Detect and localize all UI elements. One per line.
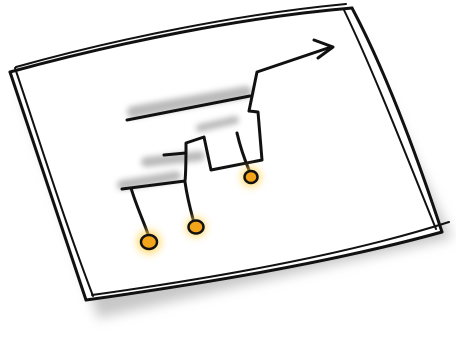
dash-line: [164, 153, 186, 155]
pin-1: [141, 235, 157, 249]
pin-3: [245, 171, 258, 183]
pin-2: [189, 221, 204, 234]
